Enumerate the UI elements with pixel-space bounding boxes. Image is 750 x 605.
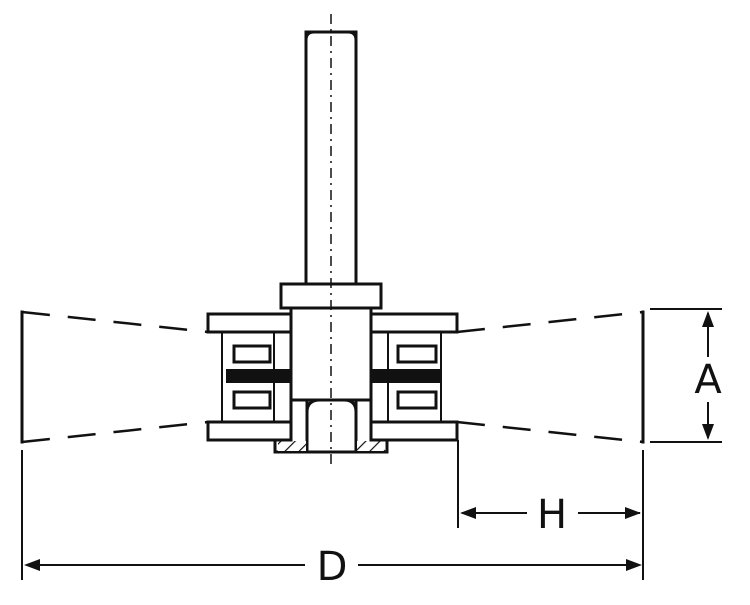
dimension-d-label: D (317, 544, 348, 590)
dimension-h: H (460, 492, 641, 538)
right-flanges (369, 312, 459, 442)
dimension-d: D (24, 544, 642, 590)
wire-filaments (20, 310, 645, 444)
extension-lines (21, 308, 722, 580)
left-flanges (206, 312, 293, 442)
shank (304, 30, 358, 286)
dimension-a: A (694, 311, 722, 440)
dimension-a-label: A (694, 357, 722, 403)
dimension-h-label: H (537, 492, 567, 538)
